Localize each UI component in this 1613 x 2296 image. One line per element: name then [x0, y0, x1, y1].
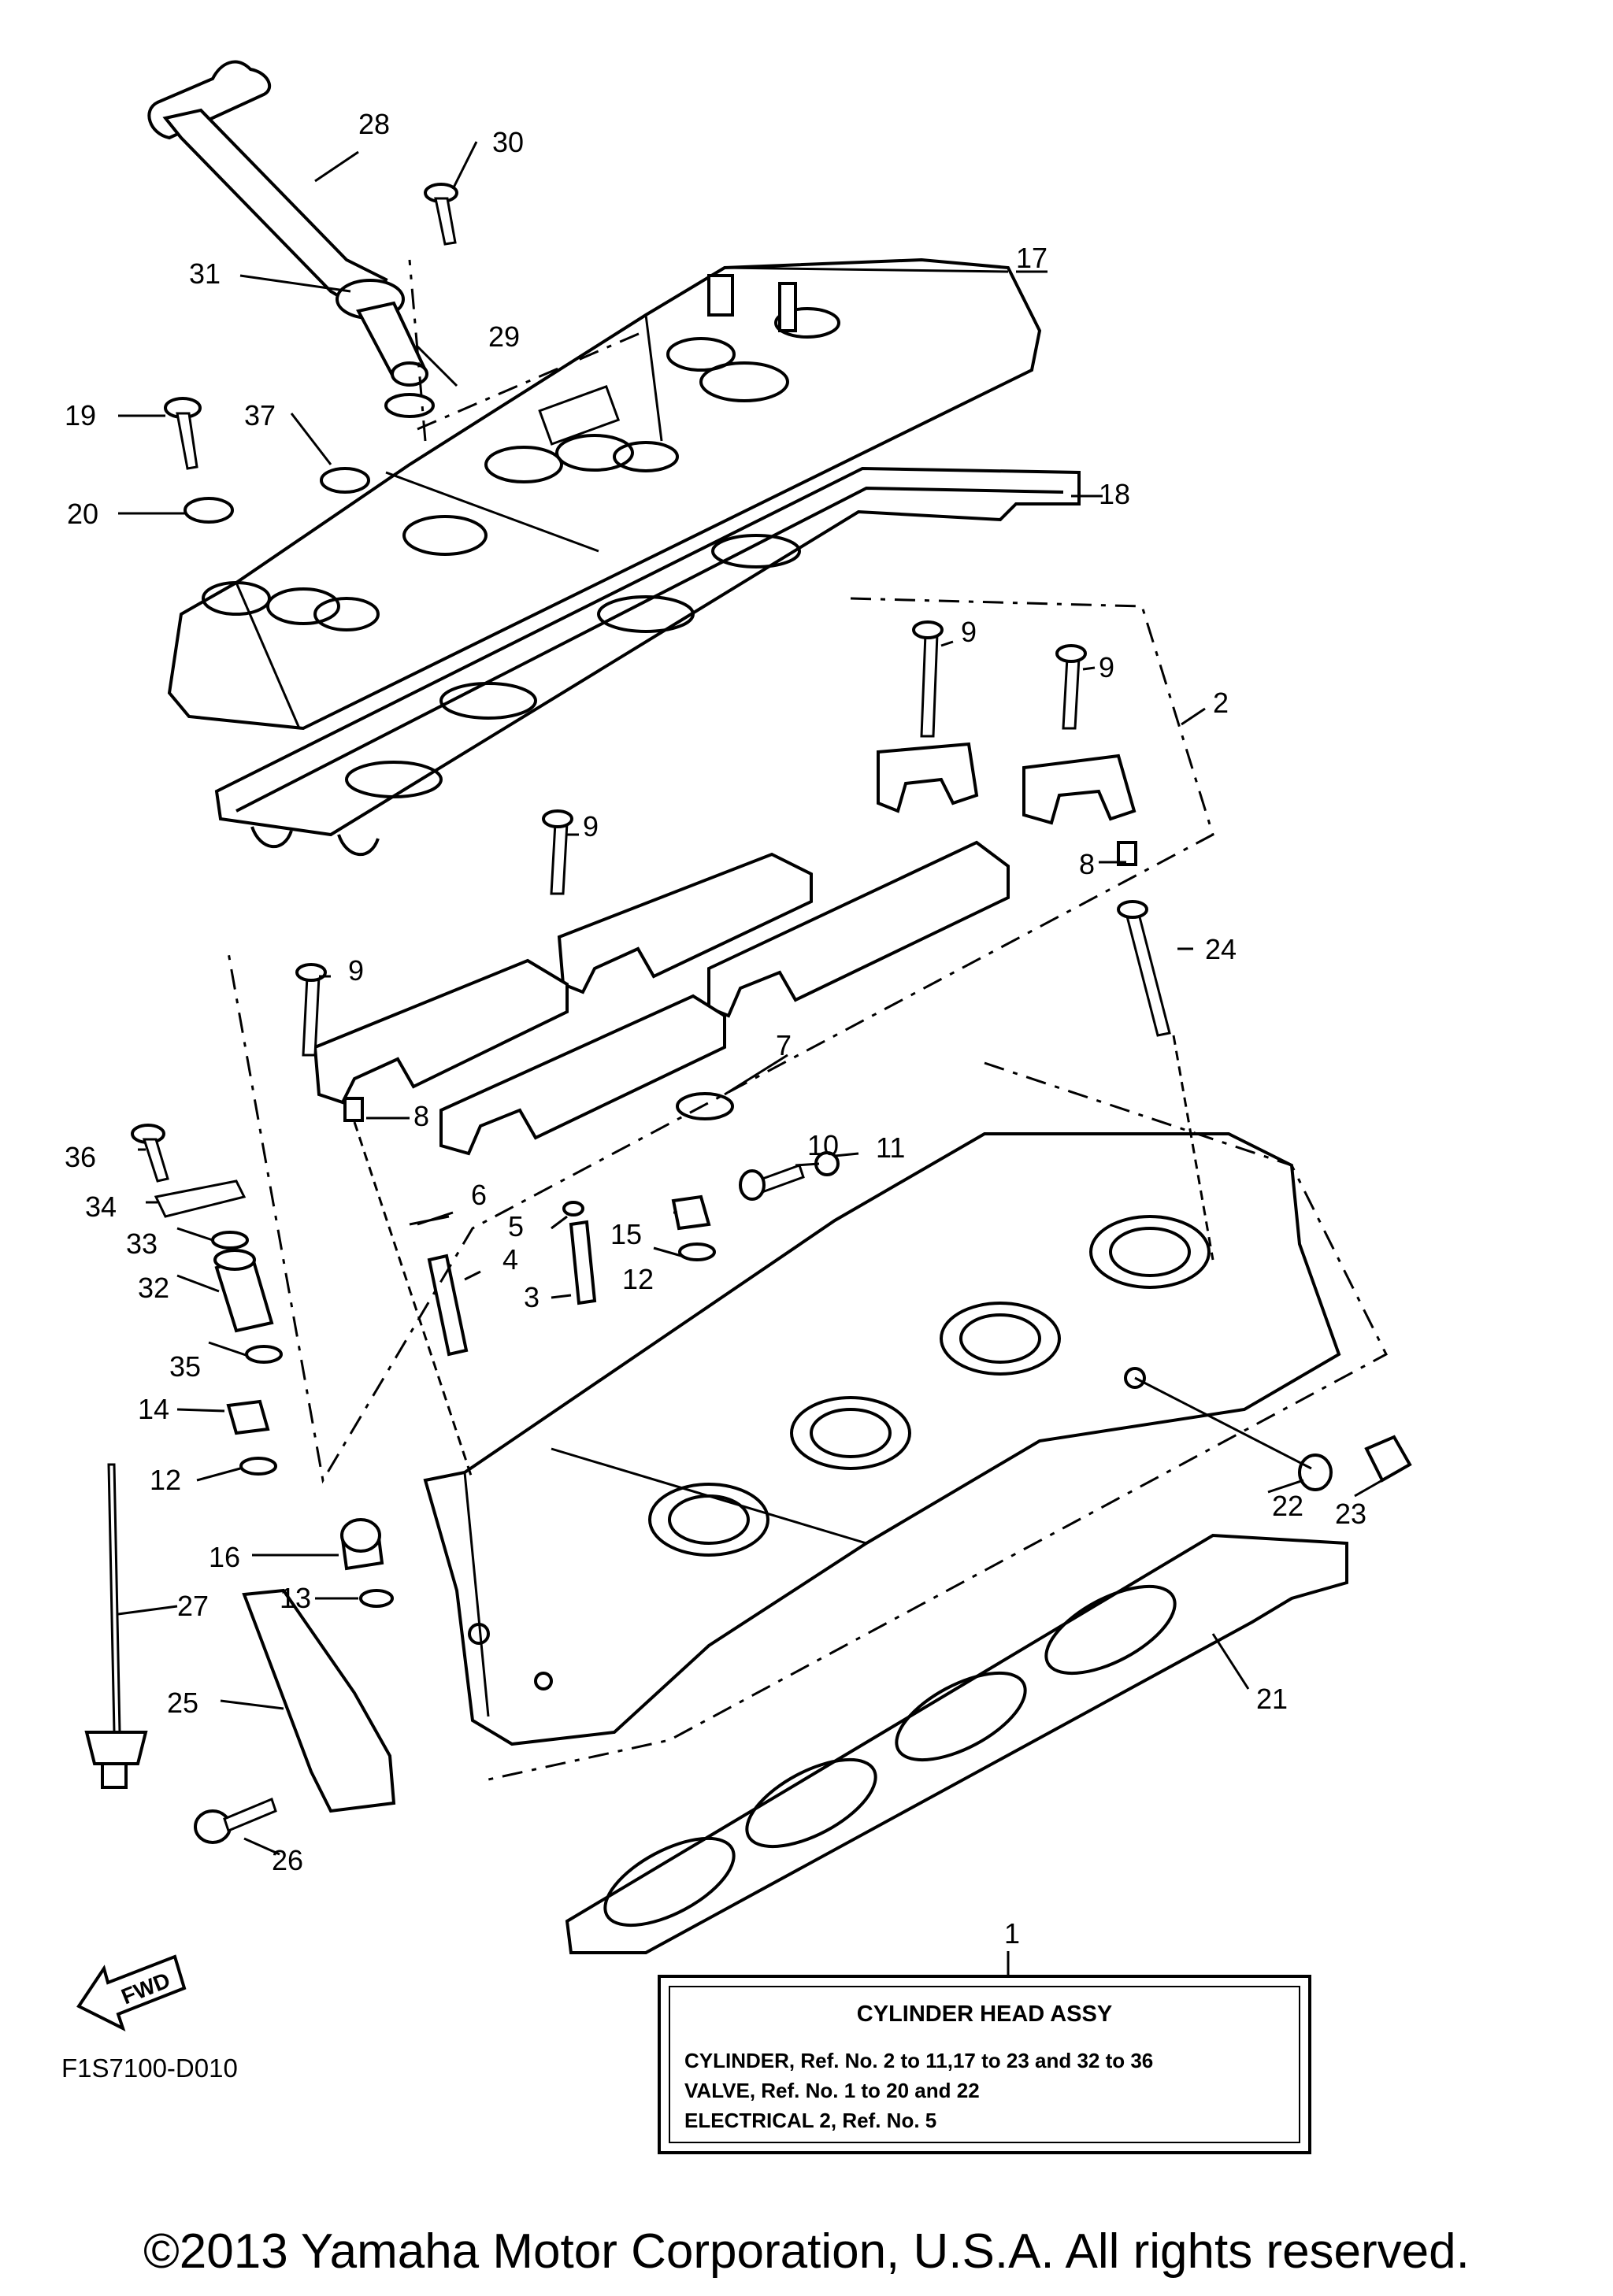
callout-25: 25 [167, 1687, 198, 1719]
callout-12a: 12 [622, 1263, 654, 1295]
callout-32: 32 [138, 1272, 169, 1304]
callout-28: 28 [358, 108, 390, 140]
callout-33: 33 [126, 1228, 158, 1260]
callout-7: 7 [776, 1029, 792, 1061]
callout-15: 15 [610, 1218, 642, 1250]
callout-18: 18 [1099, 478, 1130, 510]
callout-22: 22 [1272, 1490, 1303, 1522]
breather-hose [147, 60, 428, 387]
cylinder-head [423, 1132, 1341, 1746]
callout-31: 31 [189, 257, 221, 290]
callout-35: 35 [169, 1350, 201, 1383]
legend-line-valve: VALVE, Ref. No. 1 to 20 and 22 [684, 2079, 980, 2102]
legend-title: CYLINDER HEAD ASSY [856, 2002, 1113, 2027]
cover-gasket [214, 466, 1081, 856]
legend-inner-frame: CYLINDER HEAD ASSY CYLINDER, Ref. No. 2 … [669, 1986, 1300, 2143]
callout-10: 10 [807, 1129, 839, 1161]
callout-21: 21 [1256, 1683, 1288, 1715]
callout-12b: 12 [150, 1464, 181, 1496]
callout-5: 5 [508, 1210, 524, 1242]
callout-29: 29 [488, 320, 520, 353]
callout-9c: 9 [583, 810, 599, 842]
callout-17: 17 [1016, 242, 1048, 274]
callout-34: 34 [85, 1191, 117, 1223]
callout-9d: 9 [348, 954, 364, 987]
callout-23: 23 [1335, 1498, 1366, 1530]
callout-13: 13 [280, 1582, 311, 1614]
callout-9a: 9 [961, 616, 977, 648]
callout-2: 2 [1213, 687, 1229, 719]
cylinder-head-cover [167, 257, 1042, 731]
callout-24: 24 [1205, 933, 1237, 965]
legend-line-cylinder: CYLINDER, Ref. No. 2 to 11,17 to 23 and … [684, 2049, 1154, 2072]
callout-16: 16 [209, 1541, 240, 1573]
legend-box: CYLINDER HEAD ASSY CYLINDER, Ref. No. 2 … [658, 1975, 1311, 2154]
small-parts [84, 183, 1412, 1844]
callout-26: 26 [272, 1844, 303, 1876]
callout-36: 36 [65, 1141, 96, 1173]
fwd-arrow-icon: FWD [76, 1954, 187, 2031]
callout-1: 1 [1004, 1917, 1020, 1950]
diagram-code: F1S7100-D010 [61, 2053, 238, 2083]
callout-37: 37 [244, 399, 276, 431]
callout-6: 6 [471, 1179, 487, 1211]
copyright-notice: ©2013 Yamaha Motor Corporation, U.S.A. A… [143, 2224, 1470, 2279]
callout-27: 27 [177, 1590, 209, 1622]
callout-11: 11 [876, 1131, 905, 1164]
callout-8b: 8 [413, 1100, 429, 1132]
head-gasket [565, 1533, 1348, 1954]
callout-20: 20 [67, 498, 98, 530]
callout-labels: 1 2 3 4 5 6 7 8 8 9 9 9 9 10 11 12 12 13… [65, 108, 1366, 1950]
camshaft-caps [295, 620, 1171, 1156]
leader-lines [117, 141, 1383, 1975]
legend-line-electrical: ELECTRICAL 2, Ref. No. 5 [684, 2109, 937, 2132]
callout-14: 14 [138, 1393, 169, 1425]
callout-4: 4 [502, 1243, 518, 1276]
callout-8a: 8 [1079, 848, 1095, 880]
assembly-outlines [227, 259, 1388, 1781]
callout-3: 3 [524, 1281, 540, 1313]
callout-9b: 9 [1099, 651, 1114, 683]
callout-30: 30 [492, 126, 524, 158]
callout-19: 19 [65, 399, 96, 431]
